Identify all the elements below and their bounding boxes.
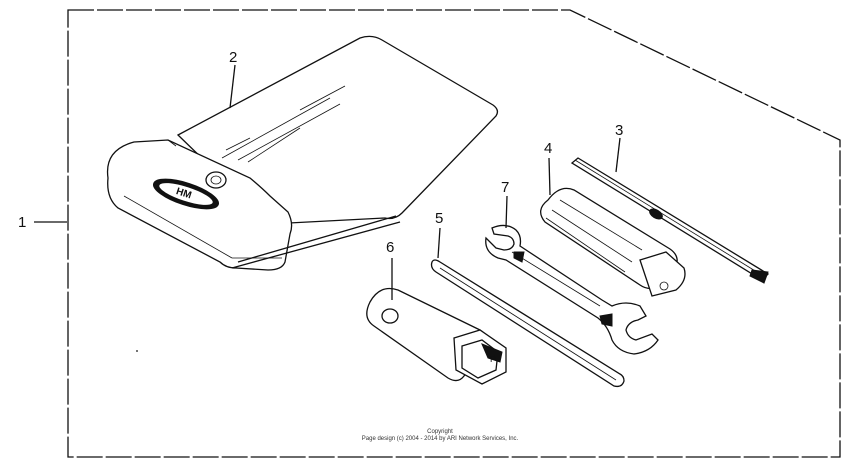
callout-5-leader [437, 227, 441, 259]
callout-4-leader [548, 157, 551, 196]
callout-2: 2 [229, 49, 237, 66]
copyright-line-1: Copyright [427, 429, 453, 435]
callout-7-leader [505, 195, 508, 229]
kit-frame [67, 9, 841, 458]
callout-3-leader [615, 137, 621, 173]
callout-2-leader [229, 64, 236, 109]
socket-marking: P [490, 354, 496, 364]
copyright-line-2: Page design (c) 2004 - 2014 by ARI Netwo… [362, 436, 519, 442]
callout-4: 4 [544, 140, 552, 157]
extension-bar [430, 259, 625, 388]
open-end-wrench [485, 224, 659, 355]
callout-7: 7 [501, 179, 509, 196]
callout-1: 1 [18, 214, 26, 231]
box-wrench: P [366, 287, 507, 385]
screwdriver-blade [570, 157, 770, 284]
speck [136, 350, 138, 352]
tool-bag: HM [106, 35, 499, 271]
callout-6: 6 [386, 239, 394, 256]
callout-3: 3 [615, 122, 623, 139]
callout-5: 5 [435, 210, 443, 227]
screwdriver-handle [540, 187, 686, 297]
bag-logo: HM [175, 186, 193, 201]
